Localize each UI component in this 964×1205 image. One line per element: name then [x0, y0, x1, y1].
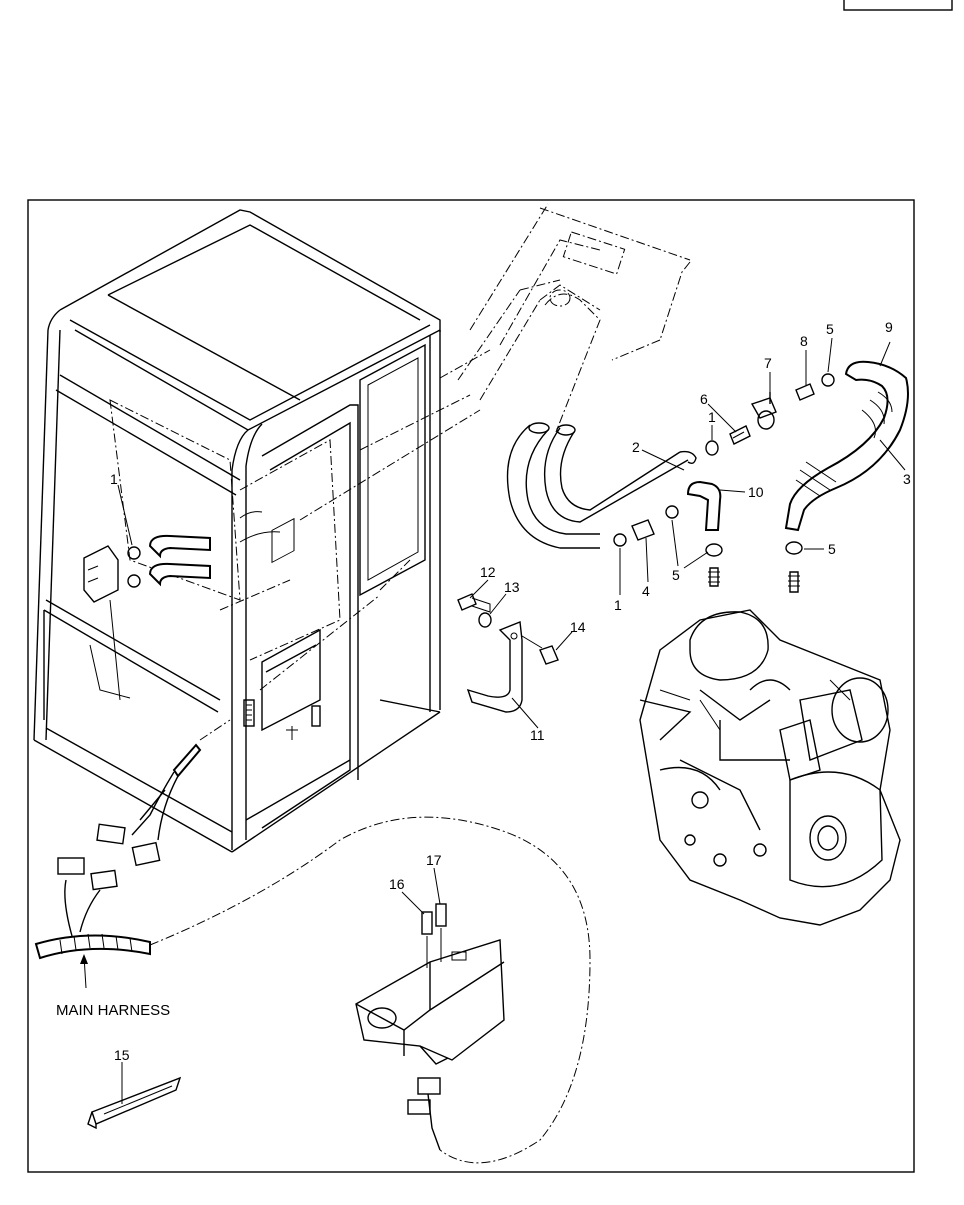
- harness-route-line: [149, 816, 591, 1164]
- callout-4: 4: [642, 583, 650, 599]
- callout-5-right: 5: [828, 541, 836, 557]
- cab-frame-illustration: [33, 209, 441, 867]
- bracket-illustration: [457, 593, 559, 713]
- page-number-box: [843, 0, 953, 11]
- main-harness-illustration: [34, 857, 151, 989]
- callout-16: 16: [389, 876, 405, 892]
- engine-illustration: [639, 609, 901, 926]
- callout-11: 11: [530, 727, 545, 743]
- cable-tie-illustration: [87, 1076, 182, 1130]
- callout-12: 12: [480, 564, 496, 580]
- callout-1-lower: 1: [614, 597, 622, 613]
- callout-10: 10: [748, 484, 764, 500]
- heater-duct-illustration: [199, 203, 691, 741]
- callout-14: 14: [570, 619, 586, 635]
- callout-3: 3: [903, 471, 911, 487]
- callout-6: 6: [700, 391, 708, 407]
- fittings-illustration: [613, 373, 835, 593]
- main-harness-caption: MAIN HARNESS: [56, 1002, 170, 1019]
- callout-1-upper: 1: [708, 409, 716, 425]
- callout-2: 2: [632, 439, 640, 455]
- callout-17: 17: [426, 852, 442, 868]
- heater-unit-illustration: [355, 903, 505, 1151]
- callout-9: 9: [885, 319, 893, 335]
- callout-15: 15: [114, 1047, 130, 1063]
- hose-3-illustration: [784, 360, 909, 532]
- callout-labels: 1 1 1 2 3 4 5 5 5 6 7 8 9 10 11 12 13 14…: [56, 319, 911, 1063]
- diagram-frame: [27, 199, 915, 1173]
- callout-5-left: 5: [672, 567, 680, 583]
- callout-7: 7: [764, 355, 772, 371]
- callout-1-cab: 1: [110, 471, 118, 487]
- callout-8: 8: [800, 333, 808, 349]
- callout-13: 13: [504, 579, 520, 595]
- leader-lines: [117, 337, 906, 1104]
- callout-5-top: 5: [826, 321, 834, 337]
- heater-hose-illustration: [506, 422, 722, 549]
